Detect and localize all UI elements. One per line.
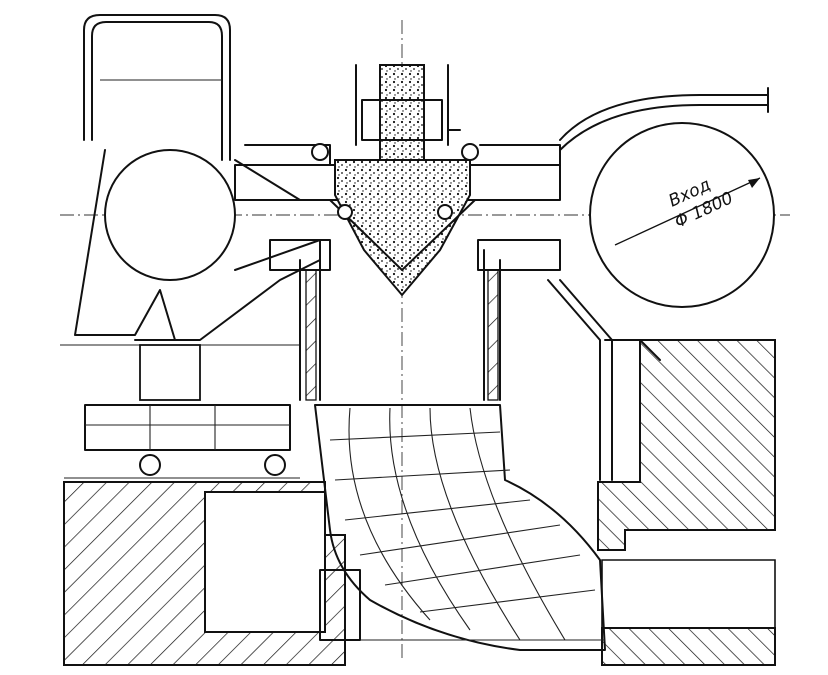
drain-pipe: [547, 279, 613, 481]
support-frame: [64, 344, 300, 479]
runner-hub: [329, 159, 476, 297]
foundation-concrete: [63, 339, 776, 666]
elbow-pedestal: [319, 569, 361, 641]
inlet-dimension-line: [614, 177, 761, 246]
pipe-bend: [604, 339, 661, 361]
foundation-pocket: [204, 491, 326, 633]
spiral-casing-right-section: [589, 122, 775, 308]
access-railing: [83, 14, 231, 161]
inlet-dimension-arrow: [748, 178, 760, 188]
spiral-casing-left-section: [104, 149, 236, 281]
draft-tube: [299, 249, 501, 401]
draft-tube-elbow: [314, 404, 606, 651]
